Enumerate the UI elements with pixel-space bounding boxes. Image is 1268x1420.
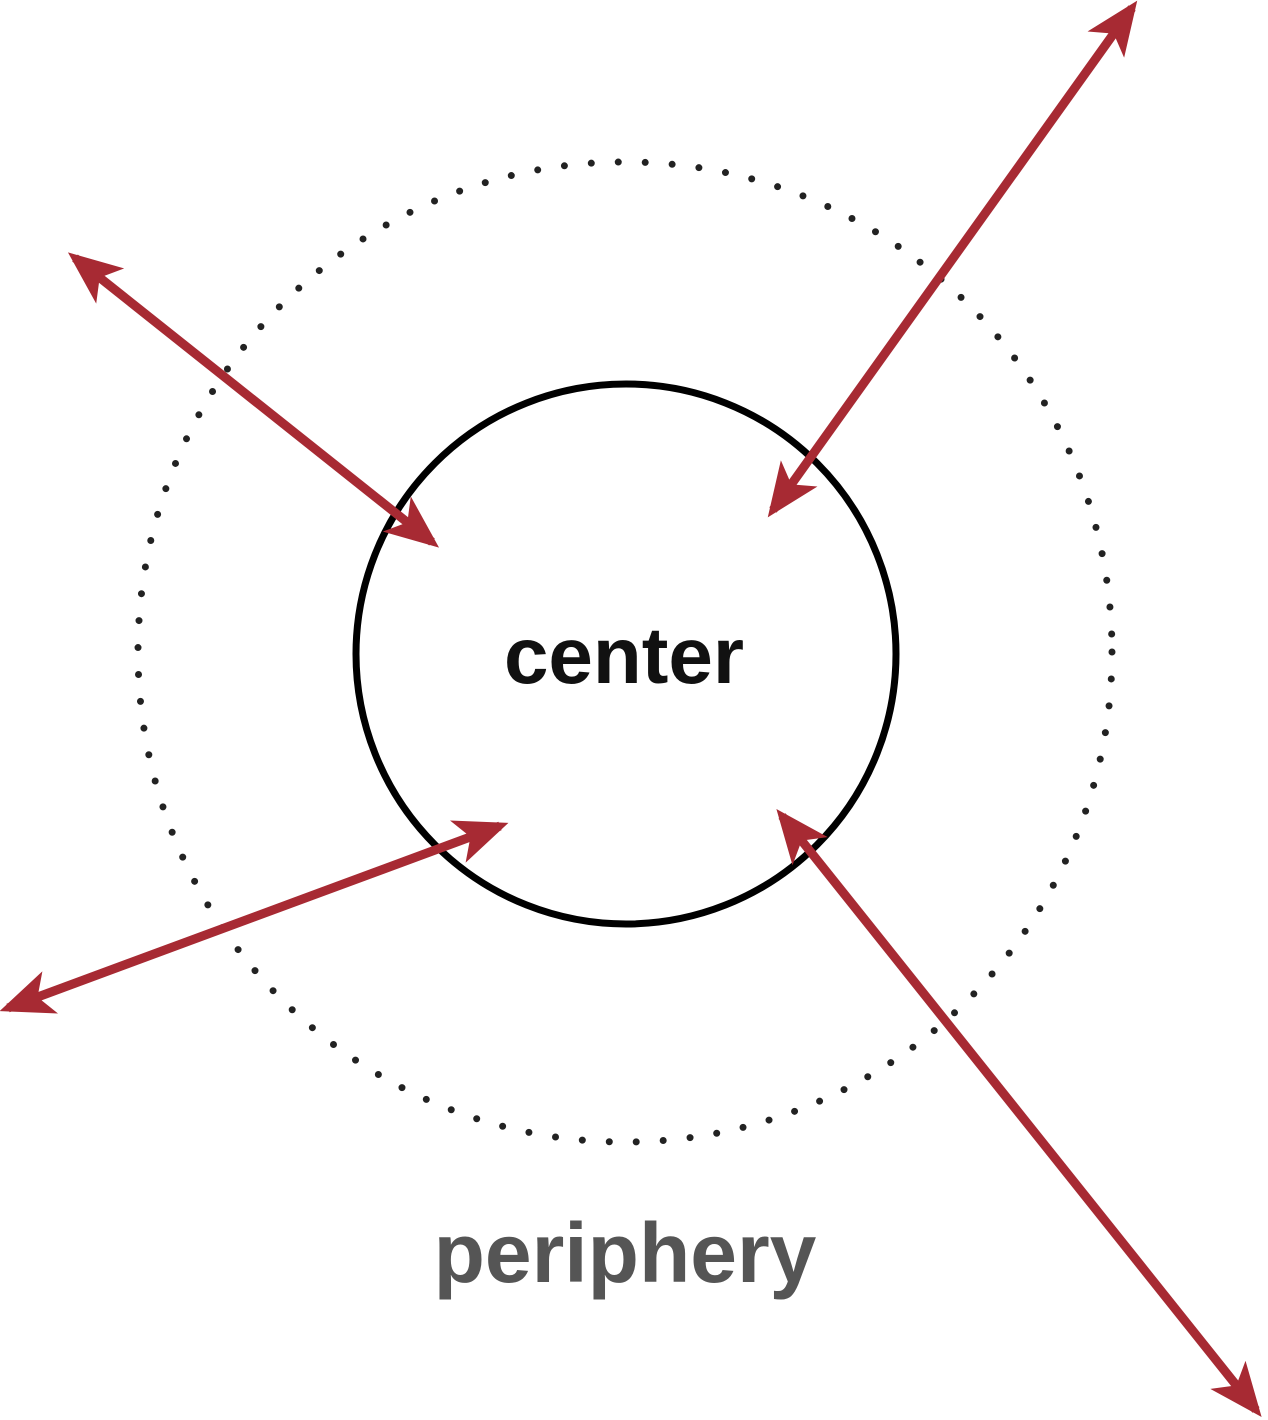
- periphery-boundary-circle: [134, 158, 1116, 1146]
- arrow-top-left: [67, 252, 440, 548]
- center-label: center: [504, 611, 744, 700]
- arrow-bottom-left: [0, 820, 509, 1014]
- periphery-label: periphery: [434, 1206, 817, 1300]
- center-circle: [352, 380, 900, 928]
- arrow-bottom-right: [776, 808, 1262, 1418]
- arrow-top-right: [767, 0, 1138, 518]
